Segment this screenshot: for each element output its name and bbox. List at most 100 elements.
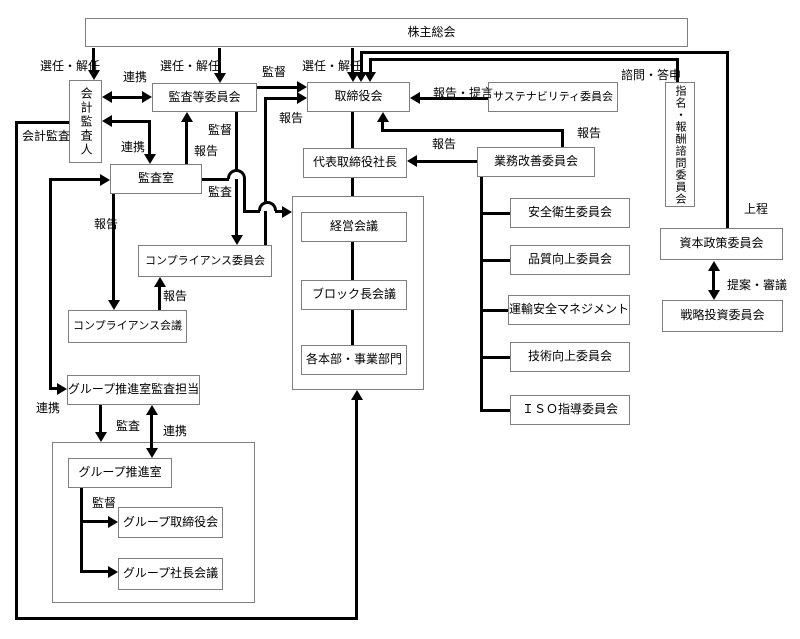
label-supervision-group: 監督 (92, 496, 117, 510)
label-cooperation-group-audit-office: 連携 (163, 424, 188, 438)
executive-group-container (292, 196, 424, 390)
line-report-improvement-board-v1 (561, 130, 564, 147)
line-audit-group (99, 405, 102, 434)
line-advisory-horizontal (369, 58, 679, 61)
node-board: 取締役会 (307, 82, 410, 112)
arrowhead-cooperation-committee (142, 91, 152, 103)
arrowhead-report-improvement-president (407, 155, 417, 167)
node-group-promotion-office: グループ推進室 (68, 458, 172, 488)
line-report-improvement-board-h (381, 129, 564, 132)
group-companies-container (52, 442, 255, 603)
line-stub-technology (480, 356, 510, 359)
node-management-meeting: 経営会議 (301, 212, 407, 242)
line-management-block (351, 242, 354, 280)
node-transport-safety: 運輸安全マネジメント (508, 295, 630, 325)
label-supervision-board: 監督 (262, 65, 287, 79)
line-submission-horizontal (360, 51, 729, 54)
line-accounting-audit-rise (355, 399, 358, 620)
arrowhead-submission-board (355, 72, 367, 82)
line-hop-2 (258, 201, 277, 211)
line-report-office-committee (185, 121, 188, 164)
line-stub-transport (480, 309, 510, 312)
line-cooperation-group-office (150, 413, 153, 450)
line-accounting-audit-top (15, 121, 69, 124)
label-supervision-compliance: 監督 (208, 123, 233, 137)
label-accounting-audit: 会計監査 (22, 129, 71, 143)
label-cooperation-auditor-office: 連携 (121, 140, 146, 154)
node-compliance-meeting: コンプライアンス会議 (68, 310, 187, 343)
line-block-divisions (351, 310, 354, 345)
node-president: 代表取締役社長 (303, 148, 407, 178)
line-advisory-drop (369, 58, 372, 73)
line-election-audit-committee (218, 48, 221, 74)
node-safety-health: 安全衛生委員会 (510, 198, 630, 228)
line-stub-safety (480, 212, 510, 215)
line-board-president (351, 112, 354, 148)
node-accounting-auditor: 会計監査人 (69, 80, 102, 163)
arrowhead-cooperation-to-office (144, 154, 156, 164)
node-audit-office: 監査室 (110, 164, 202, 194)
label-submission: 上程 (744, 202, 769, 216)
node-business-improvement: 業務改善委員会 (477, 147, 595, 177)
node-group-board: グループ取締役会 (118, 507, 223, 538)
line-cooperation-auditor-office-h (111, 120, 151, 123)
line-report-meeting-committee (158, 285, 161, 310)
label-cooperation-auditor-committee: 連携 (123, 70, 148, 84)
line-president-exec (351, 178, 354, 196)
line-proposal-deliberation (712, 270, 715, 292)
arrowhead-accounting-audit (351, 390, 363, 400)
line-stub-quality (480, 259, 510, 262)
line-accounting-audit-left (15, 121, 18, 620)
label-report-proposal: 報告・提言 (433, 86, 494, 100)
arrowhead-election-auditor (88, 70, 100, 80)
node-sustainability-committee: サステナビリティ委員会 (488, 82, 618, 112)
arrowhead-report-meeting-committee (154, 277, 166, 287)
line-supervision-group-board (80, 520, 109, 523)
arrowhead-report-compliance-board (297, 92, 307, 104)
label-report-office-compliance-meeting: 報告 (94, 217, 119, 231)
line-election-auditor (92, 48, 95, 71)
label-report-meeting-committee: 報告 (163, 289, 188, 303)
line-cooperation-group-bottom (49, 387, 58, 390)
line-report-compliance-vertical (264, 97, 267, 245)
arrowhead-cooperation-down (146, 448, 158, 458)
line-election-board (351, 48, 354, 73)
line-supervision-board (257, 86, 298, 89)
node-compliance-committee: コンプライアンス委員会 (138, 245, 272, 277)
arrowhead-report-office-meeting (108, 300, 120, 310)
line-report-compliance-horizontal (264, 97, 298, 100)
arrowhead-supervision-group-board (108, 516, 118, 528)
arrowhead-report-improvement-board (377, 112, 389, 122)
node-shareholders: 株主総会 (85, 18, 688, 47)
label-election-audit-committee: 選任・解任 (160, 59, 221, 73)
label-advisory-reply: 諮問・答申 (621, 68, 682, 82)
line-report-improvement-president (417, 160, 477, 163)
line-audit-exec-2 (243, 178, 246, 213)
label-report-improvement-president: 報告 (432, 137, 457, 151)
line-cooperation-group-top (49, 178, 100, 181)
arrowhead-proposal-down (708, 290, 720, 300)
node-group-presidents-meeting: グループ社長会議 (118, 558, 223, 590)
arrowhead-report-office-committee (181, 112, 193, 122)
arrowhead-election-audit-committee (214, 73, 226, 83)
line-audit-exec-1 (202, 178, 229, 181)
arrowhead-supervision-compliance (231, 235, 243, 245)
label-election-auditor: 選任・解任 (40, 59, 101, 73)
node-quality-improvement: 品質向上委員会 (510, 245, 630, 275)
line-supervision-group-v (80, 488, 83, 573)
arrowhead-cooperation-up (146, 405, 158, 415)
arrowhead-cooperation-to-auditor (102, 115, 112, 127)
label-report-compliance-board: 報告 (279, 111, 304, 125)
arrowhead-audit-exec (282, 206, 292, 218)
arrowhead-supervision-group-presidents (108, 566, 118, 578)
line-cooperation-auditor-office-v (148, 120, 151, 156)
label-report-improvement-board: 報告 (577, 126, 602, 140)
node-nomination-remuneration-advisory: 指名・報酬諮問委員会 (665, 82, 695, 207)
line-hop-1 (227, 169, 246, 179)
node-iso-guidance: ＩＳＯ指導委員会 (510, 395, 630, 425)
node-audit-committee: 監査等委員会 (152, 83, 257, 112)
line-committee-spine (480, 177, 483, 412)
line-stub-iso (480, 409, 510, 412)
label-audit-group: 監査 (116, 419, 141, 433)
